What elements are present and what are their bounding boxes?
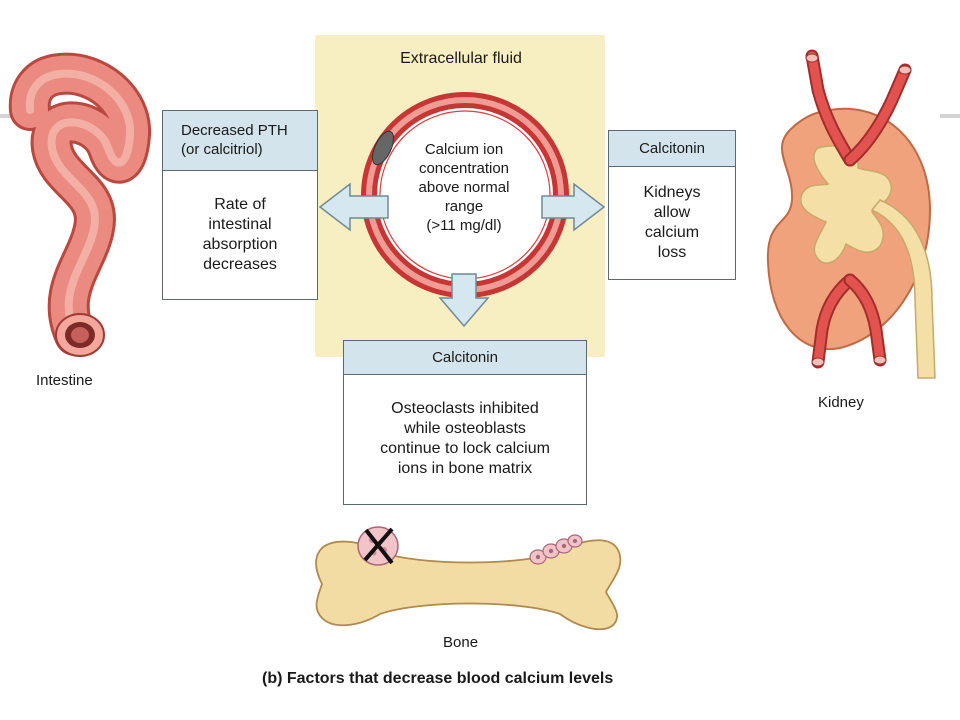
calcitonin-bone-box: Calcitonin Osteoclasts inhibited while o… (343, 340, 587, 505)
pth-box-header: Decreased PTH (or calcitriol) (163, 111, 317, 171)
calcium-line: (>11 mg/dl) (426, 217, 502, 234)
calcium-line: range (444, 198, 484, 215)
arrow-right (541, 182, 606, 232)
intestine-illustration (8, 52, 151, 357)
body-line: intestinal (208, 216, 272, 233)
figure-caption: (b) Factors that decrease blood calcium … (262, 670, 614, 687)
intestine-label: Intestine (36, 372, 93, 389)
body-line: Kidneys (643, 184, 701, 201)
calcium-line: Calcium ion (424, 141, 504, 158)
right-edge-mark (940, 114, 960, 118)
body-line: ions in bone matrix (397, 460, 533, 477)
calcium-concentration-label: Calcium ion concentration above normal r… (398, 140, 530, 235)
pth-intestine-box: Decreased PTH (or calcitriol) Rate of in… (162, 110, 318, 300)
body-line: Rate of (214, 196, 266, 213)
bone-illustration (315, 526, 622, 631)
body-line: Osteoclasts inhibited (391, 400, 539, 417)
header-line: (or calcitriol) (181, 141, 263, 158)
arrow-down (438, 273, 490, 328)
body-line: continue to lock calcium (380, 440, 550, 457)
kidney-illustration (766, 49, 936, 379)
calcium-line: concentration (418, 160, 510, 177)
body-line: decreases (203, 256, 277, 273)
calcitonin-bone-body: Osteoclasts inhibited while osteoblasts … (344, 375, 586, 479)
bone-label: Bone (443, 634, 479, 651)
calcitonin-bone-header: Calcitonin (344, 341, 586, 375)
calcitonin-kidney-header: Calcitonin (609, 131, 735, 167)
extracellular-fluid-label: Extracellular fluid (400, 50, 522, 67)
pth-box-body: Rate of intestinal absorption decreases (163, 171, 317, 275)
osteoblast-cells (529, 534, 583, 565)
kidney-label: Kidney (818, 394, 864, 411)
calcium-line: above normal (418, 179, 510, 196)
body-line: allow (653, 204, 691, 221)
header-line: Decreased PTH (181, 122, 288, 139)
body-line: calcium (644, 224, 700, 241)
body-line: absorption (202, 236, 278, 253)
arrow-left (318, 182, 389, 232)
body-line: loss (657, 244, 687, 261)
calcitonin-kidney-body: Kidneys allow calcium loss (609, 167, 735, 263)
osteoclast-cell (357, 526, 399, 566)
calcitonin-kidney-box: Calcitonin Kidneys allow calcium loss (608, 130, 736, 280)
body-line: while osteoblasts (404, 420, 526, 437)
